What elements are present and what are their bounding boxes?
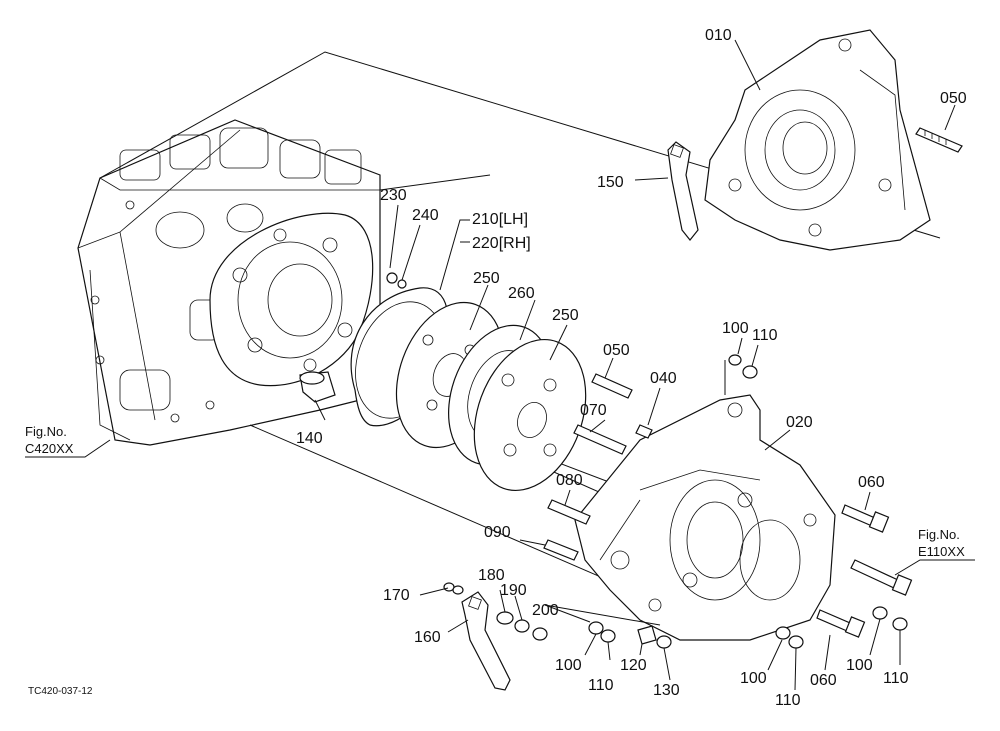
label-190: 190 [500,582,527,599]
label-010: 010 [705,27,732,44]
stud-050-top-drawing [915,127,963,153]
label-130: 130 [653,682,680,699]
label-250-upper: 250 [473,270,500,287]
leader-lines [314,39,956,691]
fig-ref-right-line1: Fig.No. [918,527,960,542]
part-labels: 010 050 150 230 240 210[LH] 220[RH] 250 … [296,27,967,709]
label-170: 170 [383,587,410,604]
label-150: 150 [597,174,624,191]
label-100-bottom-left: 100 [555,657,582,674]
fig-ref-right-line2: E110XX [918,544,965,559]
fig-ref-left-line1: Fig.No. [25,424,67,439]
lever-150-drawing [667,141,699,241]
label-180: 180 [478,567,505,584]
fig-ref-left: Fig.No. C420XX [25,424,74,456]
label-160: 160 [414,629,441,646]
label-070: 070 [580,402,607,419]
label-210-lh: 210[LH] [472,211,528,228]
label-080: 080 [556,472,583,489]
nuts-washers-drawing [443,354,908,649]
label-250-lower: 250 [552,307,579,324]
label-240: 240 [412,207,439,224]
label-120: 120 [620,657,647,674]
studs-bolts-drawing [543,373,913,645]
fig-ref-right: Fig.No. E110XX [918,527,965,559]
label-110-top: 110 [752,327,778,344]
fig-ref-left-leader [25,439,111,458]
label-260: 260 [508,285,535,302]
drawing-code: TC420-037-12 [28,686,93,697]
label-220-rh: 220[RH] [472,235,531,252]
label-110-bottom-left: 110 [588,677,614,694]
label-200: 200 [532,602,559,619]
cover-010-drawing [704,29,931,251]
lever-160-drawing [461,591,511,691]
fig-ref-left-line2: C420XX [25,441,74,456]
label-100-top: 100 [722,320,749,337]
fig-ref-right-leader [894,559,975,576]
brake-plates-drawing [350,272,587,492]
label-140: 140 [296,430,323,447]
label-090: 090 [484,524,511,541]
label-110-bottom-center: 110 [775,692,801,709]
label-020: 020 [786,414,813,431]
label-110-bottom-right: 110 [883,670,909,687]
label-230: 230 [380,187,407,204]
transmission-case-drawing [77,119,381,446]
label-040: 040 [650,370,677,387]
label-100-bottom-right: 100 [846,657,873,674]
label-060-right: 060 [858,474,885,491]
label-100-bottom-center: 100 [740,670,767,687]
label-050-center: 050 [603,342,630,359]
housing-020-drawing [574,394,836,641]
shaft-140-drawing [299,371,336,403]
label-050-top: 050 [940,90,967,107]
label-060-bottom: 060 [810,672,837,689]
